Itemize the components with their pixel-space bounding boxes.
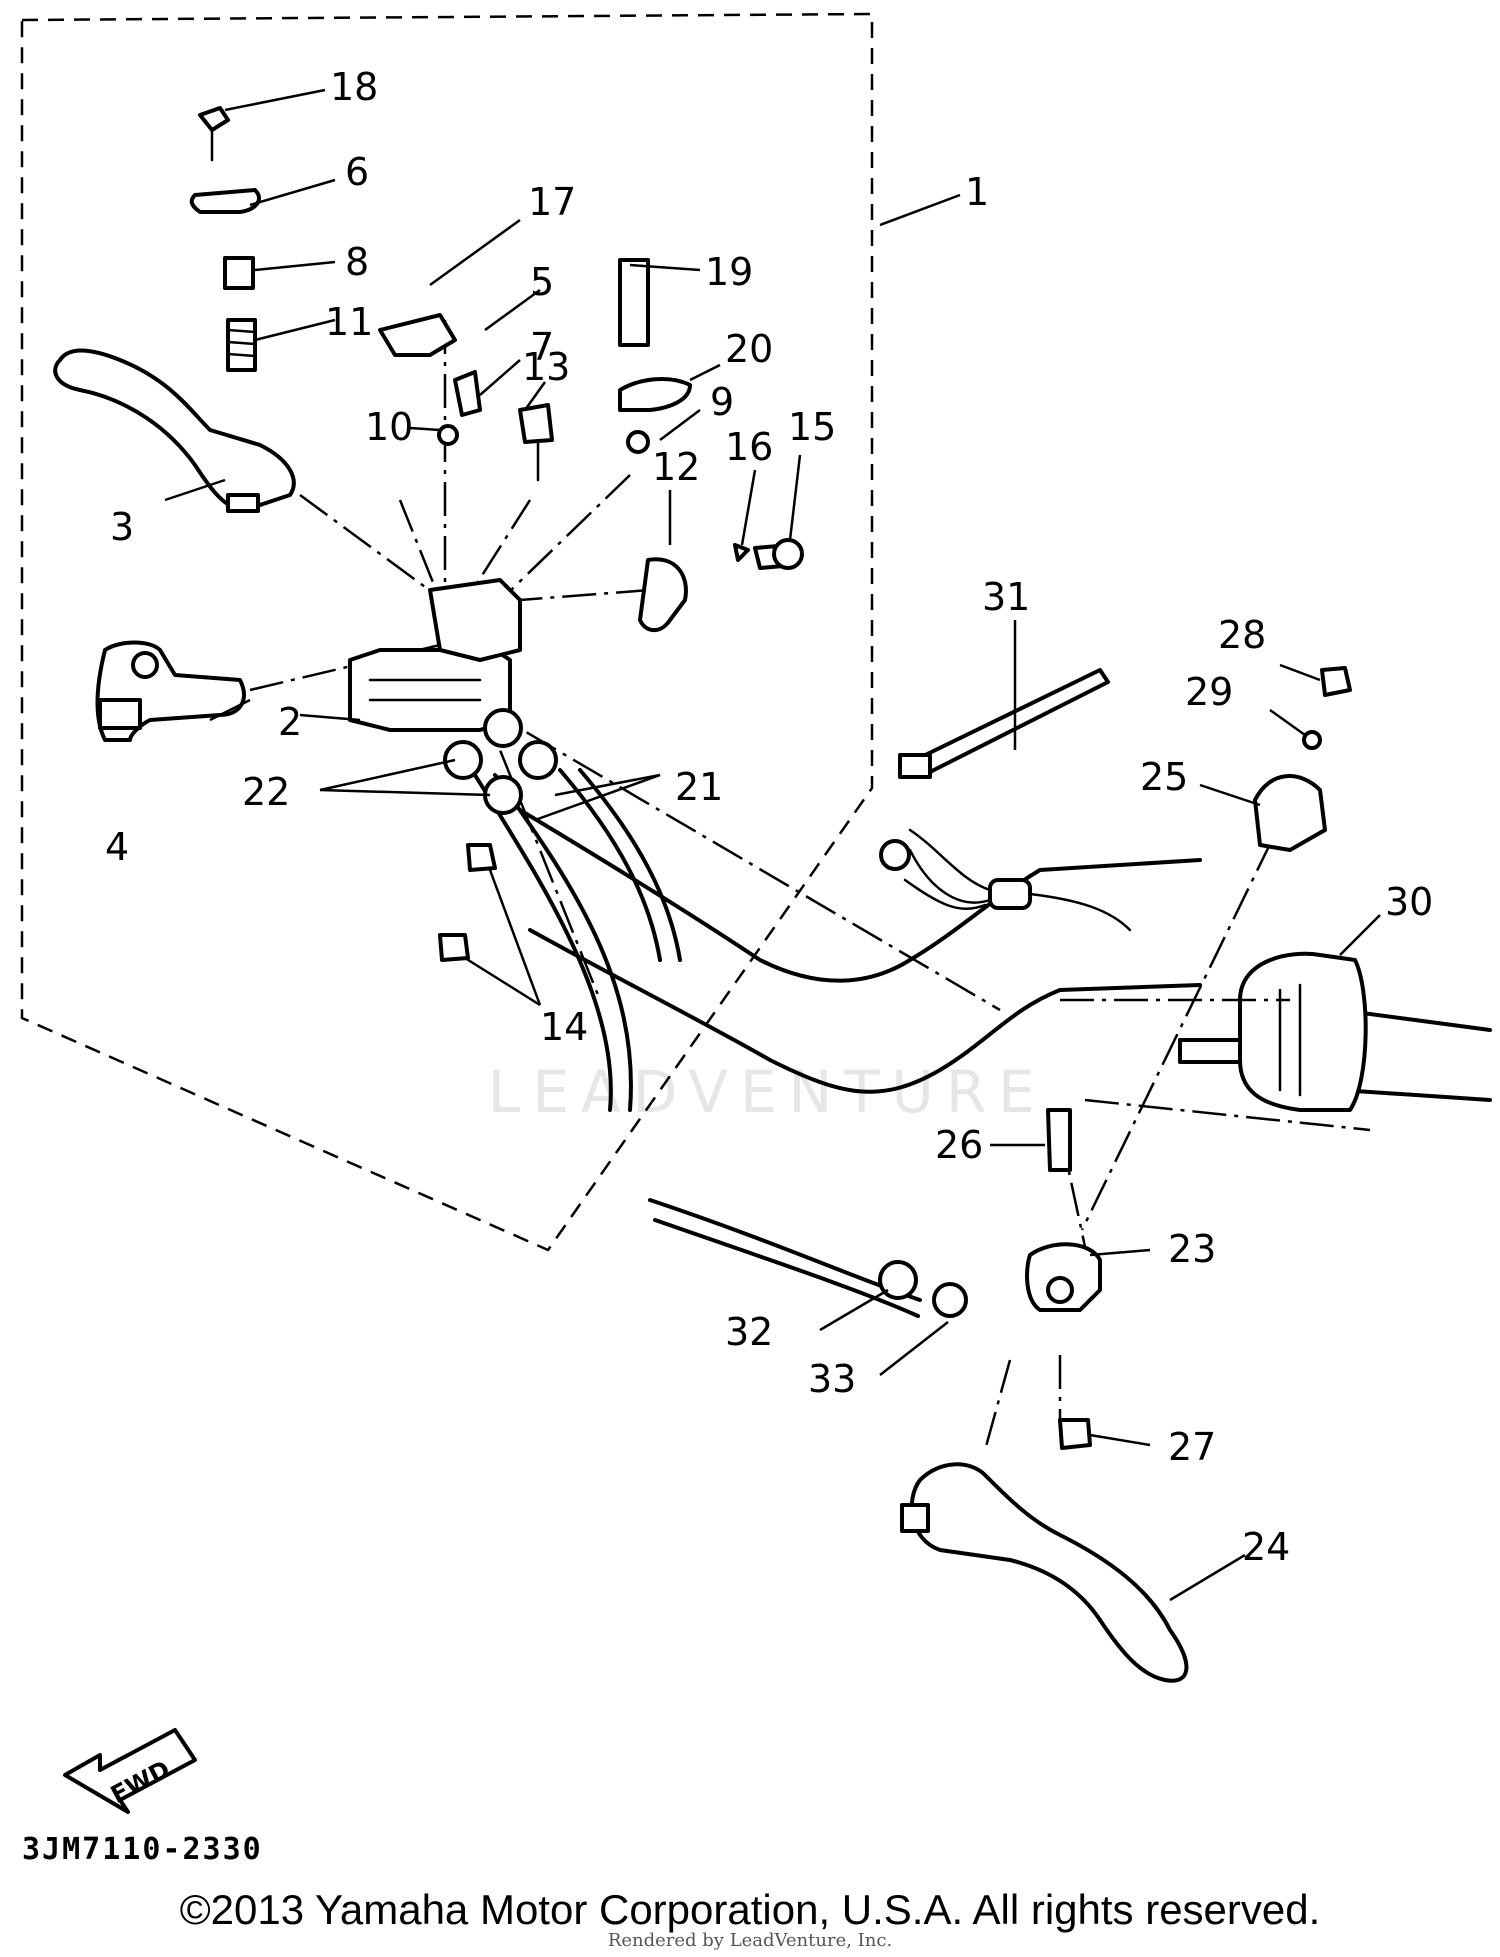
callout-33: 33 [808, 1357, 856, 1401]
callout-16: 16 [725, 425, 773, 469]
handlebar [518, 808, 1492, 1102]
cables [473, 768, 922, 1318]
callout-28: 28 [1218, 613, 1266, 657]
upper-small-parts [189, 106, 804, 633]
nut-14b [438, 933, 470, 962]
adjuster-32 [878, 1260, 918, 1300]
clamp-20 [618, 377, 692, 412]
callout-31: 31 [982, 575, 1030, 619]
callout-labels: 1 2 3 4 5 6 7 8 9 10 11 12 13 14 15 16 1… [105, 65, 1433, 1569]
callout-5: 5 [530, 260, 554, 304]
spring-11 [226, 318, 257, 372]
nut-27 [1058, 1418, 1092, 1450]
rendered-by-notice: Rendered by LeadVenture, Inc. [607, 1930, 893, 1951]
callout-8: 8 [345, 240, 369, 284]
lever-bracket [95, 640, 246, 742]
assembly-lines [249, 320, 1371, 1451]
callout-13: 13 [522, 345, 570, 389]
callout-19: 19 [705, 250, 753, 294]
screw-28 [1320, 666, 1352, 697]
assembly-boundary [20, 12, 874, 1252]
watermark-text: LEADVENTURE [488, 1058, 1047, 1126]
callout-14: 14 [540, 1005, 588, 1049]
callout-7: 7 [530, 325, 554, 369]
callout-15: 15 [788, 405, 836, 449]
callout-18: 18 [330, 65, 378, 109]
callout-4: 4 [105, 825, 129, 869]
callout-29: 29 [1185, 670, 1233, 714]
callout-12: 12 [652, 445, 700, 489]
screw-18-head [198, 106, 230, 132]
callout-2: 2 [278, 700, 302, 744]
nut-14a [466, 843, 497, 872]
clip-10 [437, 424, 459, 446]
locknut-33 [932, 1282, 968, 1318]
pin-8 [223, 256, 255, 290]
callout-24: 24 [1242, 1525, 1290, 1569]
callout-17: 17 [528, 180, 576, 224]
clamp-25 [1253, 774, 1327, 852]
callout-20: 20 [725, 327, 773, 371]
nut-9 [626, 430, 650, 454]
cable-tie [898, 668, 1110, 779]
washer-16 [733, 543, 750, 562]
right-side-parts [878, 666, 1352, 1450]
wire-harness [879, 828, 1132, 932]
callout-9: 9 [710, 380, 734, 424]
lever-holder [348, 578, 522, 732]
diagram-code: 3JM7110-2330 [22, 1832, 263, 1867]
front-brake-lever [53, 348, 296, 513]
handlebar-grip [1178, 951, 1368, 1112]
bolt-26 [1046, 1108, 1072, 1172]
holder-12 [638, 557, 688, 633]
clutch-lever [900, 1462, 1189, 1683]
clip-5 [378, 313, 457, 357]
callout-1: 1 [965, 170, 989, 214]
copyright-notice: ©2013 Yamaha Motor Corporation, U.S.A. A… [179, 1886, 1321, 1933]
callout-32: 32 [725, 1310, 773, 1354]
leaders [164, 88, 1381, 1602]
cable-adjusters [438, 708, 558, 962]
callout-27: 27 [1168, 1425, 1216, 1469]
callout-6: 6 [345, 150, 369, 194]
plate-6 [189, 188, 261, 214]
pin-7 [453, 370, 482, 417]
callout-21: 21 [675, 765, 723, 809]
bolt-13 [518, 403, 554, 444]
bolt-19 [618, 258, 650, 347]
callout-3: 3 [110, 505, 134, 549]
washer-29 [1302, 730, 1322, 750]
callout-30: 30 [1385, 880, 1433, 924]
callout-10: 10 [365, 405, 413, 449]
callout-11: 11 [325, 300, 373, 344]
callout-26: 26 [935, 1123, 983, 1167]
callout-23: 23 [1168, 1227, 1216, 1271]
callout-25: 25 [1140, 755, 1188, 799]
fwd-arrow-icon: FWD [63, 1728, 197, 1814]
callout-22: 22 [242, 770, 290, 814]
